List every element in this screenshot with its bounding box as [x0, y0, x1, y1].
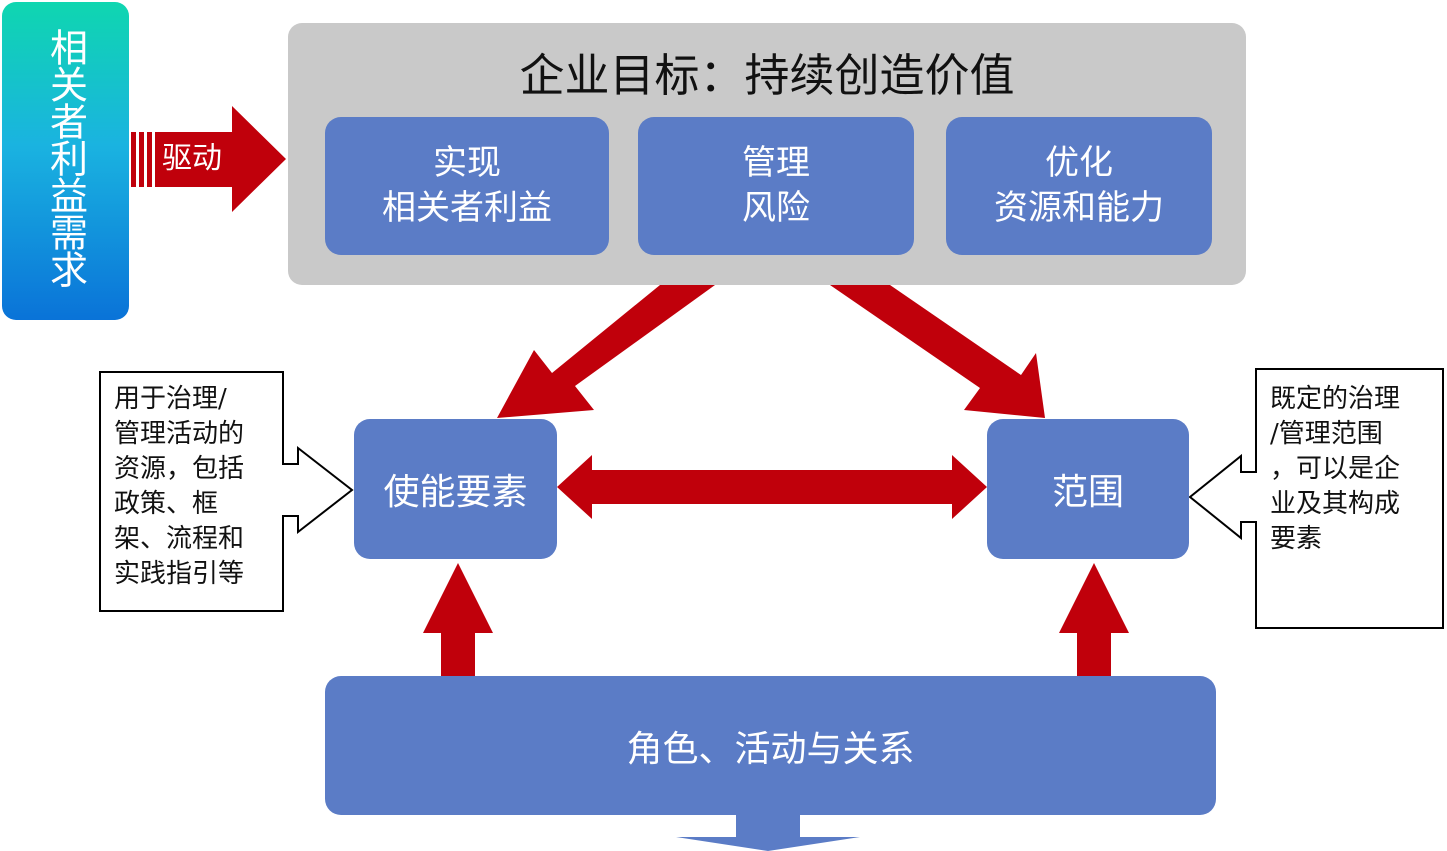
drive-arrow	[131, 106, 286, 212]
arrow-roles-to-scope	[1059, 563, 1129, 676]
callout-line: /管理范围	[1270, 419, 1383, 449]
goal-box-line2: 风险	[742, 188, 810, 228]
callout-line: 用于治理/	[114, 384, 227, 414]
callout-right-shape	[1188, 368, 1444, 629]
drive-label: 驱动	[162, 141, 222, 176]
callout-line: 资源，包括	[114, 454, 245, 484]
goal-box-optimize-resources: 优化 资源和能力	[946, 117, 1212, 255]
goal-box-manage-risk: 管理 风险	[638, 117, 914, 255]
callout-line: 要素	[1270, 524, 1323, 554]
stakeholder-needs-label: 相关者利益需求	[43, 28, 88, 287]
scope-label: 范围	[1051, 472, 1124, 513]
arrow-goal-to-scope	[830, 285, 1045, 418]
callout-line: 既定的治理	[1270, 384, 1401, 414]
callout-line: 政策、框	[114, 489, 219, 519]
goal-box-line1: 管理	[742, 143, 810, 183]
goal-title: 企业目标：持续创造价值	[519, 49, 1015, 102]
arrow-roles-to-enablers	[423, 563, 493, 676]
enablers-box: 使能要素	[354, 419, 557, 559]
goal-box-line2: 资源和能力	[994, 188, 1164, 228]
callout-line: 管理活动的	[114, 419, 245, 449]
callout-line: 实践指引等	[114, 559, 245, 589]
callout-line: 业及其构成	[1270, 489, 1401, 519]
roles-box: 角色、活动与关系	[325, 676, 1216, 815]
goal-box-line2: 相关者利益	[382, 188, 552, 228]
callout-left-shape	[99, 371, 354, 612]
arrow-down-output	[676, 815, 860, 851]
callout-line: ，可以是企	[1270, 454, 1401, 484]
stakeholder-needs-box: 相关者利益需求	[2, 2, 129, 320]
arrow-goal-to-enablers	[497, 285, 715, 418]
roles-label: 角色、活动与关系	[626, 728, 915, 770]
enablers-label: 使能要素	[383, 472, 528, 513]
goal-box-line1: 优化	[1045, 143, 1113, 183]
arrow-enablers-scope	[557, 455, 987, 519]
callout-right-text: 既定的治理 /管理范围 ，可以是企 业及其构成 要素	[1270, 382, 1430, 557]
callout-line: 架、流程和	[114, 524, 245, 554]
goal-box-line1: 实现	[433, 143, 501, 183]
scope-box: 范围	[987, 419, 1189, 559]
callout-left-text: 用于治理/ 管理活动的 资源，包括 政策、框 架、流程和 实践指引等	[114, 382, 270, 592]
goal-box-stakeholder-benefits: 实现 相关者利益	[325, 117, 609, 255]
